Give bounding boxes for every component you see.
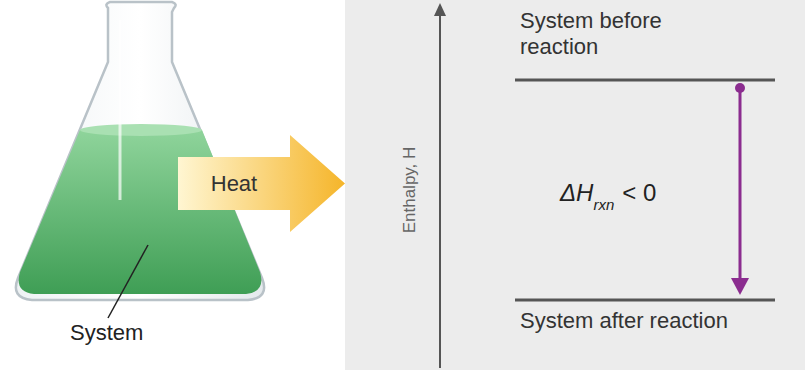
- axis-label: Enthalpy, H: [397, 147, 423, 234]
- delta-h-arrowhead: [731, 278, 749, 295]
- heat-arrow: Heat: [178, 135, 345, 232]
- enthalpy-axis: [439, 14, 441, 368]
- level-label: System before reaction: [520, 8, 735, 60]
- level-before: [515, 79, 775, 82]
- heat-arrow-fill: [178, 135, 345, 232]
- delta-h-subscript: rxn: [593, 192, 614, 218]
- system-label: System: [70, 320, 143, 346]
- axis-arrowhead: [434, 3, 446, 16]
- delta-h-arrow: [739, 88, 742, 282]
- leader-line: [108, 245, 148, 318]
- heat-label: Heat: [211, 171, 257, 197]
- delta-h-symbol: ΔH: [560, 180, 593, 206]
- green-liquid: [19, 130, 262, 294]
- level-after: [515, 299, 775, 302]
- enthalpy-panel: [345, 0, 805, 370]
- delta-h-value: < 0: [622, 180, 656, 206]
- heat-arrow-shape: [178, 135, 345, 232]
- level-label: System after reaction: [520, 308, 735, 334]
- glass-reflection: [119, 20, 122, 200]
- flask: [16, 2, 264, 300]
- liquid-surface: [80, 124, 202, 136]
